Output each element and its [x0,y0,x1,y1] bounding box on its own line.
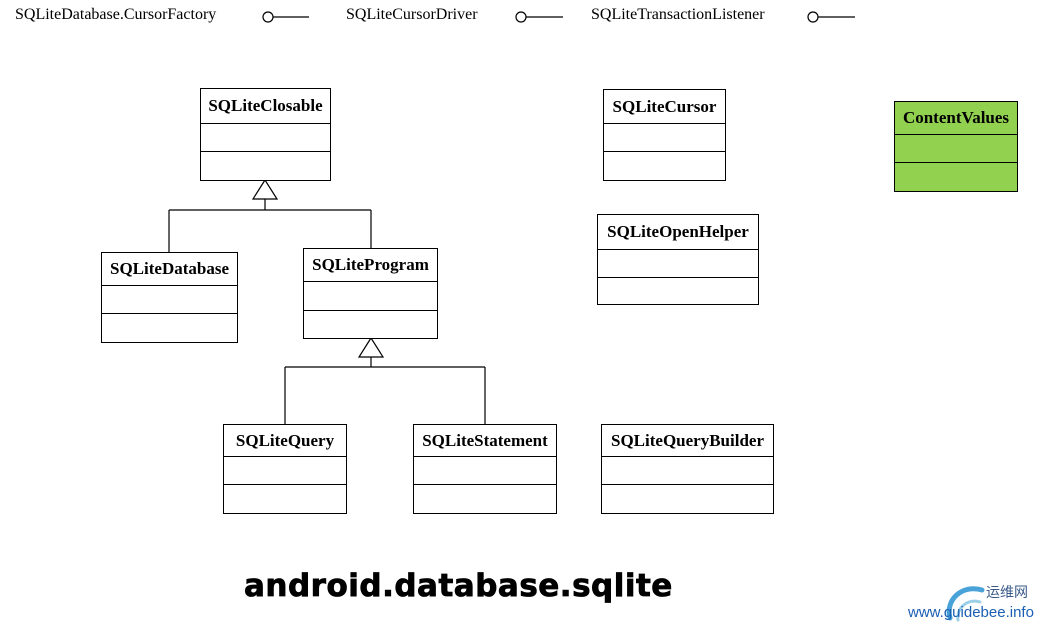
attributes-compartment [895,135,1017,163]
operations-compartment [895,163,1017,190]
operations-compartment [414,485,556,512]
inheritance-program [284,336,486,424]
watermark-logo: 运维网 www.guidebee.info [900,580,1045,625]
class-sqlitequery: SQLiteQuery [223,424,347,514]
operations-compartment [602,485,773,512]
operations-compartment [102,314,237,341]
attributes-compartment [414,457,556,485]
attributes-compartment [201,124,330,152]
attributes-compartment [304,282,437,311]
watermark-cn: 运维网 [986,585,1028,601]
class-sqlitequerybuilder: SQLiteQueryBuilder [601,424,774,514]
class-sqlitecursor: SQLiteCursor [603,89,726,181]
attributes-compartment [224,457,346,485]
attributes-compartment [604,124,725,152]
class-name: SQLiteStatement [414,425,556,457]
operations-compartment [304,311,437,337]
class-name: SQLiteDatabase [102,253,237,286]
class-sqlitedatabase: SQLiteDatabase [101,252,238,343]
watermark-url: www.guidebee.info [908,604,1034,621]
class-sqliteopenhelper: SQLiteOpenHelper [597,214,759,305]
interface-cursor-factory-label: SQLiteDatabase.CursorFactory [15,6,217,23]
package-title: android.database.sqlite [244,568,673,605]
operations-compartment [224,485,346,512]
class-contentvalues: ContentValues [894,101,1018,192]
class-name: SQLiteOpenHelper [598,215,758,250]
interface-transaction-listener-label: SQLiteTransactionListener [591,6,765,23]
operations-compartment [604,152,725,179]
class-name: ContentValues [895,102,1017,135]
attributes-compartment [602,457,773,485]
swirl-icon [946,586,985,622]
attributes-compartment [102,286,237,314]
class-sqliteprogram: SQLiteProgram [303,248,438,339]
class-name: SQLiteCursor [604,90,725,124]
class-name: SQLiteClosable [201,89,330,124]
lollipop-cursor-factory [262,11,309,23]
lollipop-cursor-driver [515,11,563,23]
inheritance-closable [168,178,372,252]
class-name: SQLiteQueryBuilder [602,425,773,457]
class-name: SQLiteQuery [224,425,346,457]
interface-cursor-driver-label: SQLiteCursorDriver [346,6,478,23]
attributes-compartment [598,250,758,278]
lollipop-transaction-listener [807,11,855,23]
class-name: SQLiteProgram [304,249,437,282]
class-sqliteclosable: SQLiteClosable [200,88,331,181]
class-sqlitestatement: SQLiteStatement [413,424,557,514]
operations-compartment [598,278,758,303]
operations-compartment [201,152,330,179]
